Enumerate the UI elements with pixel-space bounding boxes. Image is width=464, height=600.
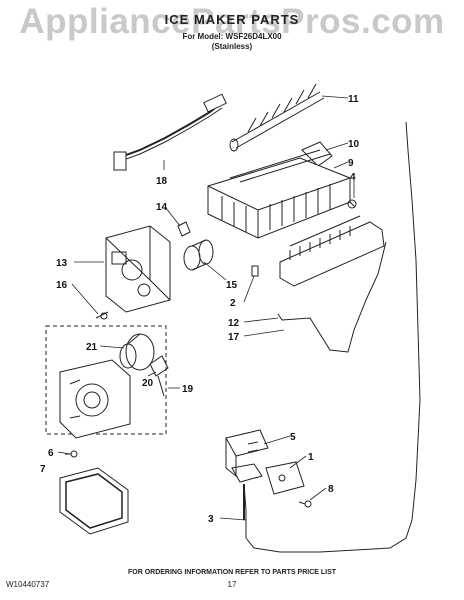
ice-cover-part	[279, 215, 385, 287]
callout-4: 4	[350, 172, 356, 183]
ejector-part	[229, 83, 325, 152]
callout-19: 19	[182, 384, 194, 395]
document-number: W10440737	[6, 580, 50, 589]
page-title: ICE MAKER PARTS	[164, 12, 300, 27]
callout-7: 7	[40, 464, 46, 475]
callout-8: 8	[328, 484, 334, 495]
callout-14: 14	[156, 202, 168, 213]
callout-21: 21	[86, 342, 98, 353]
screw-part-2	[251, 265, 259, 277]
model-line: For Model: WSF26D4LX00	[182, 32, 282, 41]
leader-lines	[57, 95, 355, 521]
wire-harness-part	[113, 93, 227, 171]
screw-part-16	[95, 311, 109, 320]
bracket-part	[301, 141, 333, 167]
callout-20: 20	[142, 378, 154, 389]
motor-coupler-part	[183, 239, 214, 271]
callout-10: 10	[348, 139, 360, 150]
motor-module-group-box	[45, 325, 167, 435]
finish-label: (Stainless)	[211, 42, 253, 51]
callout-6: 6	[48, 448, 54, 459]
screw-part-8	[298, 500, 312, 508]
callout-11: 11	[348, 94, 359, 105]
callout-17: 17	[228, 332, 240, 343]
valve-bracket-part	[265, 461, 305, 495]
shutoff-arm-part	[277, 241, 387, 353]
callout-9: 9	[348, 158, 354, 169]
callout-13: 13	[56, 258, 68, 269]
callout-5: 5	[290, 432, 296, 443]
switch-part	[149, 355, 169, 397]
screw-part-4	[347, 199, 357, 209]
water-fill-tube	[243, 121, 421, 553]
ordering-note: FOR ORDERING INFORMATION REFER TO PARTS …	[127, 569, 337, 576]
callout-16: 16	[56, 280, 68, 291]
clip-part	[177, 221, 191, 237]
callout-3: 3	[208, 514, 214, 525]
control-housing-part	[105, 225, 171, 313]
screw-part-6	[65, 450, 78, 458]
page-number: 17	[227, 580, 237, 589]
module-plate-part	[59, 359, 131, 439]
callout-15: 15	[226, 280, 238, 291]
motor-part	[119, 333, 155, 371]
callout-18: 18	[156, 176, 168, 187]
cover-pad-part	[59, 467, 129, 535]
water-valve-part	[225, 429, 269, 483]
callout-2: 2	[230, 298, 236, 309]
callout-12: 12	[228, 318, 240, 329]
callout-1: 1	[308, 452, 314, 463]
ice-mold-part	[207, 149, 351, 239]
